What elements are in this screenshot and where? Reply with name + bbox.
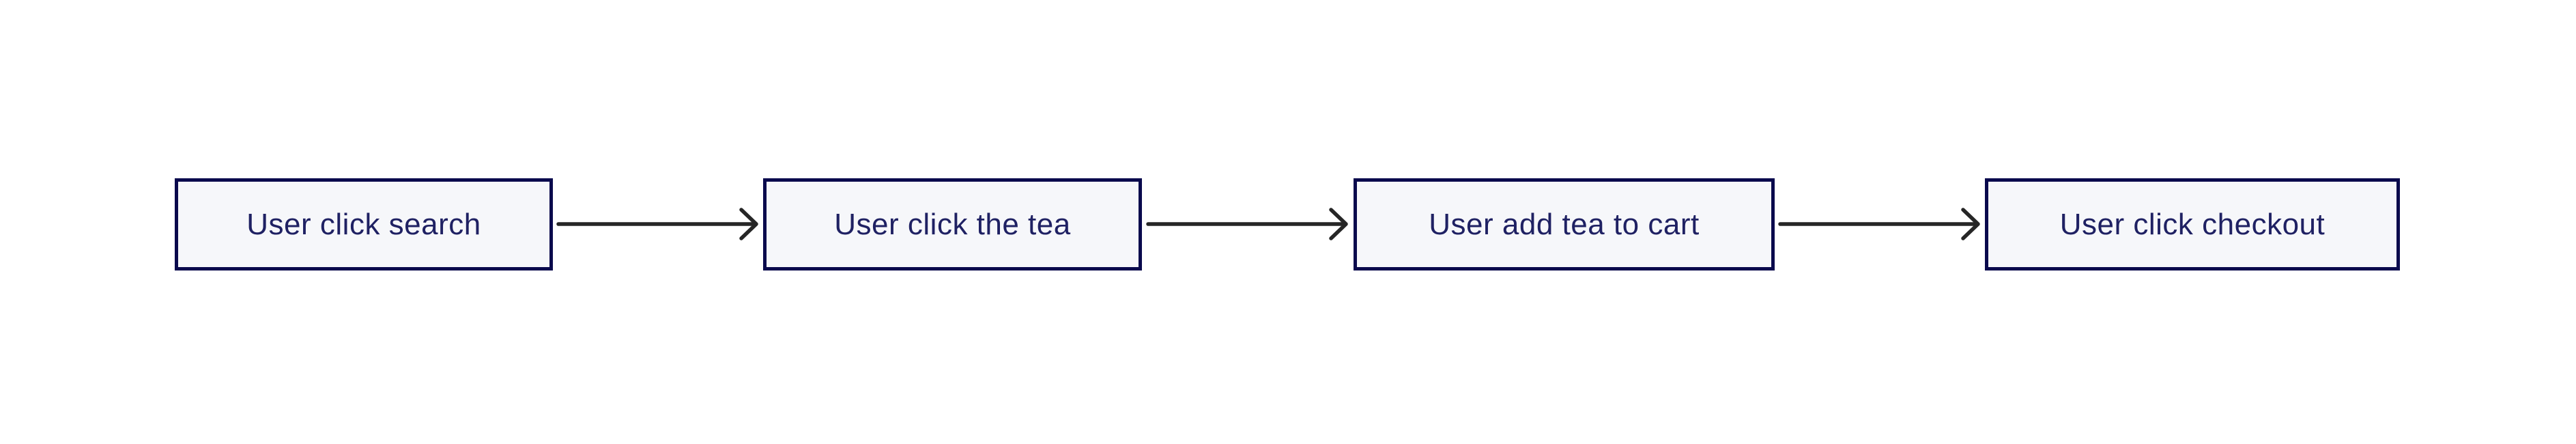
arrow-right-icon [1778,208,1980,240]
flow-node-user-click-search[interactable]: User click search [175,178,553,270]
flow-arrow-1[interactable] [556,206,760,242]
node-label: User click checkout [2059,207,2325,241]
node-label: User add tea to cart [1429,207,1700,241]
flow-arrow-3[interactable] [1777,206,1982,242]
arrow-right-icon [1146,208,1348,240]
flow-node-user-click-the-tea[interactable]: User click the tea [763,178,1142,270]
flow-arrow-2[interactable] [1145,206,1350,242]
arrow-right-icon [556,208,758,240]
flow-node-user-add-tea-to-cart[interactable]: User add tea to cart [1354,178,1775,270]
flow-node-user-click-checkout[interactable]: User click checkout [1985,178,2400,270]
node-label: User click search [246,207,481,241]
node-label: User click the tea [834,207,1071,241]
